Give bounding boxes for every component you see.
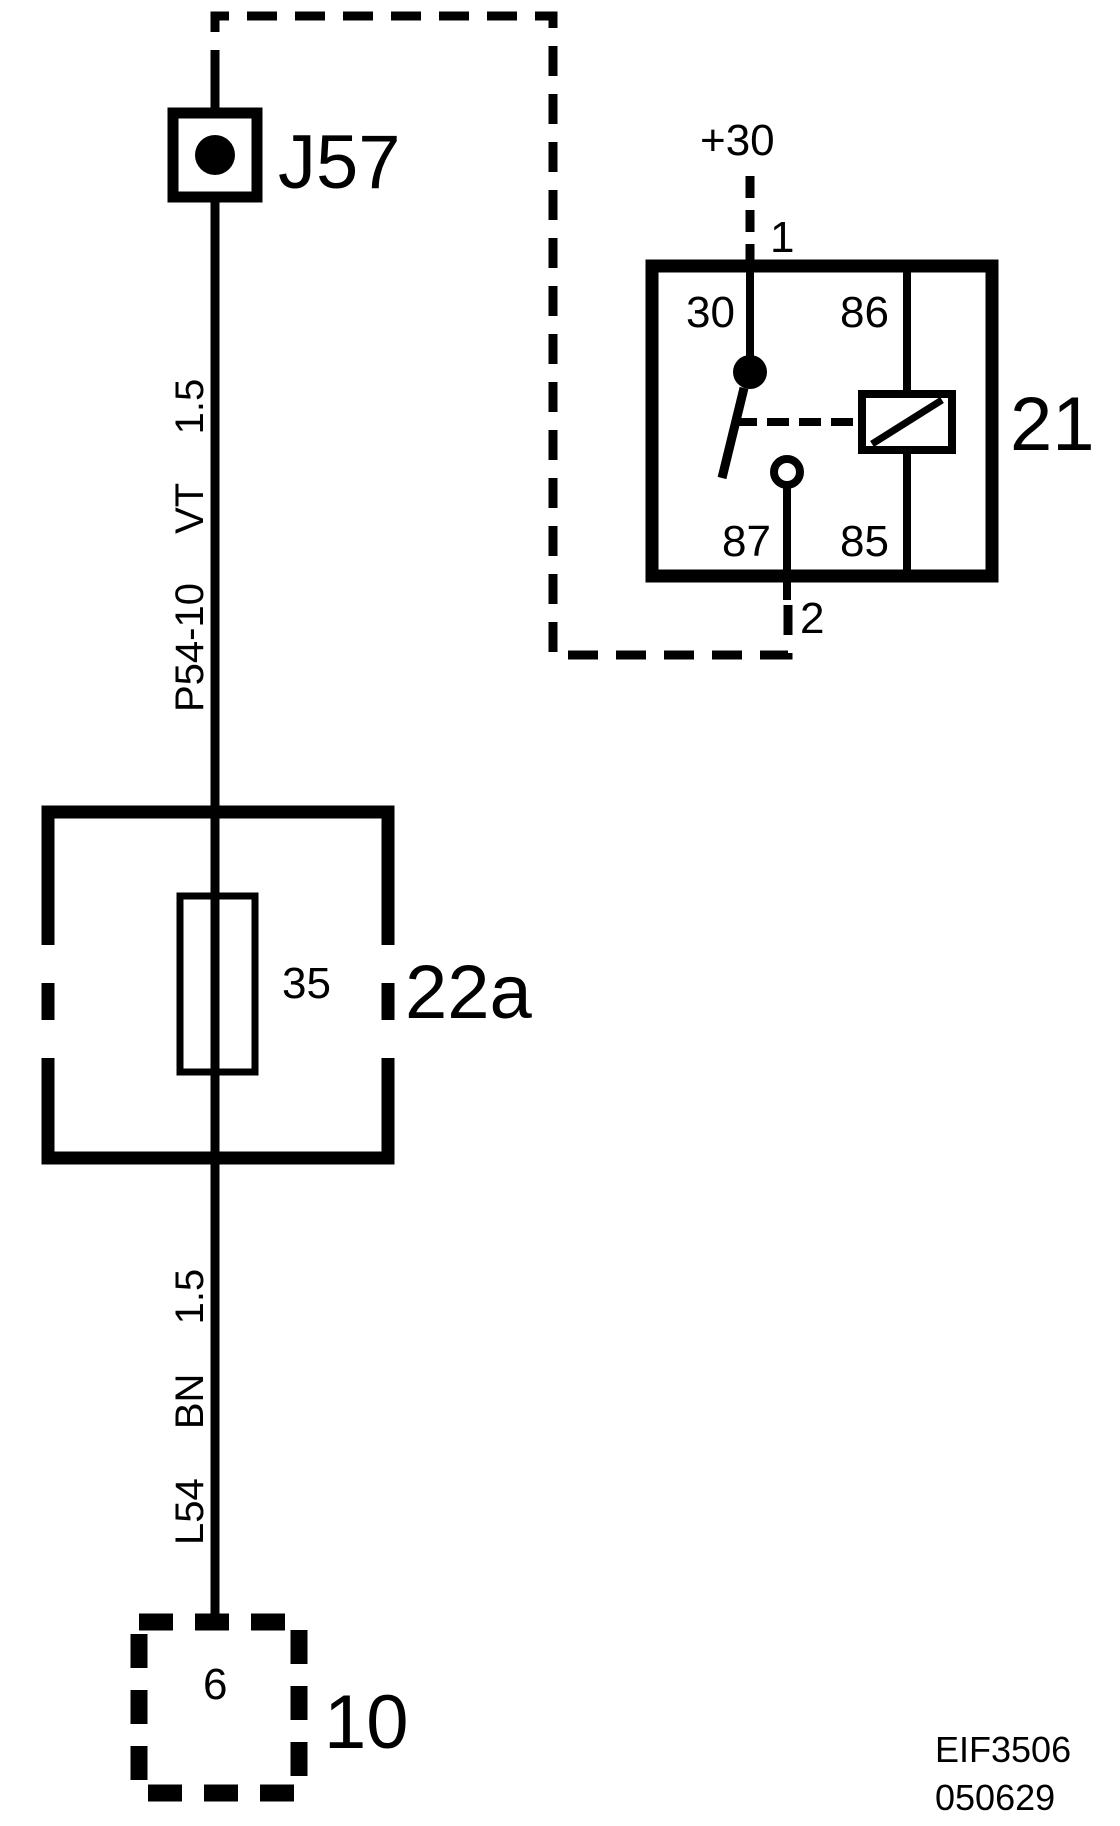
relay-contact-87 (770, 455, 804, 489)
relay-supply-label: +30 (700, 116, 775, 165)
reference-code: EIF3506 (935, 1729, 1071, 1770)
relay-terminal-2: 2 (800, 594, 824, 643)
dashed-link-wire (210, 11, 793, 660)
connector-10-box (130, 1613, 308, 1802)
relay-switch-pivot (733, 355, 767, 389)
wire-upper-label: P54-10 VT 1.5 (168, 379, 212, 712)
connector-j57: J57 (167, 107, 401, 205)
relay-pin-30: 30 (686, 288, 735, 337)
fuse-rating: 35 (282, 959, 331, 1008)
wire-lower-label: L54 BN 1.5 (168, 1269, 212, 1545)
relay-terminal-1: 1 (770, 213, 794, 262)
relay-pin-87: 87 (722, 517, 771, 566)
wire-upper-color: VT (168, 483, 212, 534)
fuse-label: 22a (405, 950, 533, 1035)
relay-coil-slash (870, 397, 944, 447)
connector-j57-label: J57 (278, 120, 401, 205)
wire-upper-size: 1.5 (168, 379, 212, 435)
wire-lower-color: BN (168, 1374, 212, 1430)
relay-21: +30 1 30 86 87 85 2 21 (645, 116, 1095, 643)
fuse-holder-22a: 35 22a (41, 805, 533, 1165)
reference-date: 050629 (935, 1777, 1055, 1818)
connector-10-label: 10 (324, 1680, 409, 1765)
relay-label: 21 (1010, 382, 1095, 467)
connector-10-pin: 6 (203, 1660, 227, 1709)
connector-j57-dot (195, 135, 235, 175)
wire-lower-circuit: L54 (168, 1478, 212, 1545)
wire-upper-circuit: P54-10 (168, 583, 212, 712)
fuse-holder-frame (41, 805, 395, 1165)
relay-switch-arm (717, 386, 749, 480)
relay-pin-86: 86 (840, 288, 889, 337)
connector-10: 6 10 (130, 1613, 409, 1802)
wire-lower-size: 1.5 (168, 1269, 212, 1325)
relay-pin-85: 85 (840, 517, 889, 566)
